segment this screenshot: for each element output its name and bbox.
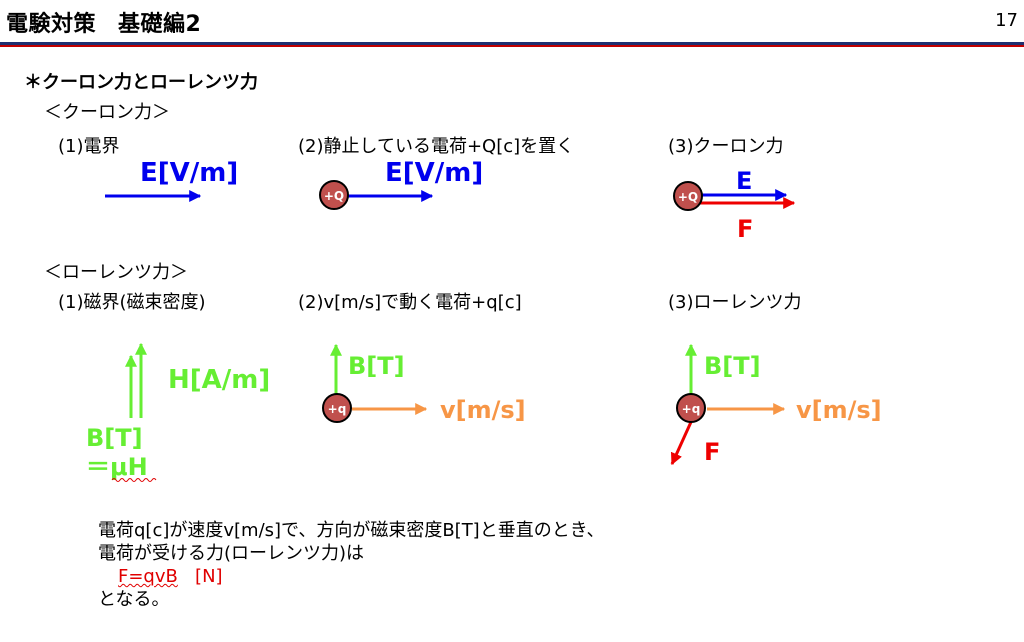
coulomb-heading: ＜クーロン力＞ bbox=[44, 102, 170, 123]
lorentz-step1: (1)磁界(磁束密度) bbox=[58, 292, 206, 313]
charge-q-2 bbox=[322, 393, 352, 423]
coulomb-step3: (3)クーロン力 bbox=[668, 136, 784, 157]
explanation-line-2: 電荷が受ける力(ローレンツ力)は bbox=[98, 543, 365, 564]
v-label-3: v[m/s] bbox=[796, 396, 882, 424]
section-title: ＊クーロン力とローレンツ力 bbox=[24, 72, 258, 93]
f-label-3: F bbox=[737, 215, 753, 243]
coulomb-step1: (1)電界 bbox=[58, 136, 120, 157]
e-label-3: E bbox=[736, 167, 752, 195]
header-rule-blue bbox=[0, 42, 1024, 45]
charge-q-label-2: +q bbox=[328, 402, 347, 416]
charge-q-3 bbox=[676, 393, 706, 423]
title-part-b: 基礎編2 bbox=[118, 12, 202, 37]
formula: F=qvB bbox=[118, 566, 178, 587]
lorentz-step2: (2)v[m/s]で動く電荷+q[c] bbox=[298, 292, 522, 313]
charge-Q-3 bbox=[673, 181, 703, 211]
slide-title: 電験対策基礎編2 bbox=[6, 6, 201, 38]
h-label: H[A/m] bbox=[168, 365, 270, 395]
charge-q-label-3: +q bbox=[682, 402, 701, 416]
e-field-label-2: E[V/m] bbox=[385, 158, 483, 188]
f-arrow-lorentz bbox=[670, 421, 693, 466]
explanation-line-1: 電荷q[c]が速度v[m/s]で、方向が磁束密度B[T]と垂直のとき、 bbox=[98, 520, 605, 541]
coulomb-step2: (2)静止している電荷+Q[c]を置く bbox=[298, 136, 575, 157]
v-label-2: v[m/s] bbox=[440, 396, 526, 424]
explanation-text: 電荷q[c]が速度v[m/s]で、方向が磁束密度B[T]と垂直のとき、 電荷が受… bbox=[98, 519, 604, 611]
e-field-label-1: E[V/m] bbox=[140, 158, 238, 188]
b-label-1: B[T] bbox=[86, 424, 143, 452]
title-part-a: 電験対策 bbox=[6, 12, 97, 37]
page-number: 17 bbox=[995, 10, 1018, 31]
formula-line: F=qvB [N] bbox=[98, 565, 604, 588]
formula-unit: [N] bbox=[195, 566, 223, 587]
b-label-3: B[T] bbox=[704, 352, 761, 380]
lorentz-heading: ＜ローレンツ力＞ bbox=[44, 262, 188, 283]
charge-Q-label-2: +Q bbox=[324, 189, 344, 203]
f-label-lorentz: F bbox=[704, 438, 720, 466]
header-rule-red bbox=[0, 45, 1024, 47]
lorentz-step3: (3)ローレンツ力 bbox=[668, 292, 802, 313]
spell-squiggle bbox=[111, 478, 157, 482]
charge-Q-2 bbox=[319, 180, 349, 210]
b-label-2: B[T] bbox=[348, 352, 405, 380]
explanation-line-4: となる。 bbox=[98, 589, 170, 610]
b-eq-label: ＝μH bbox=[86, 453, 148, 481]
charge-Q-label-3: +Q bbox=[678, 190, 698, 204]
